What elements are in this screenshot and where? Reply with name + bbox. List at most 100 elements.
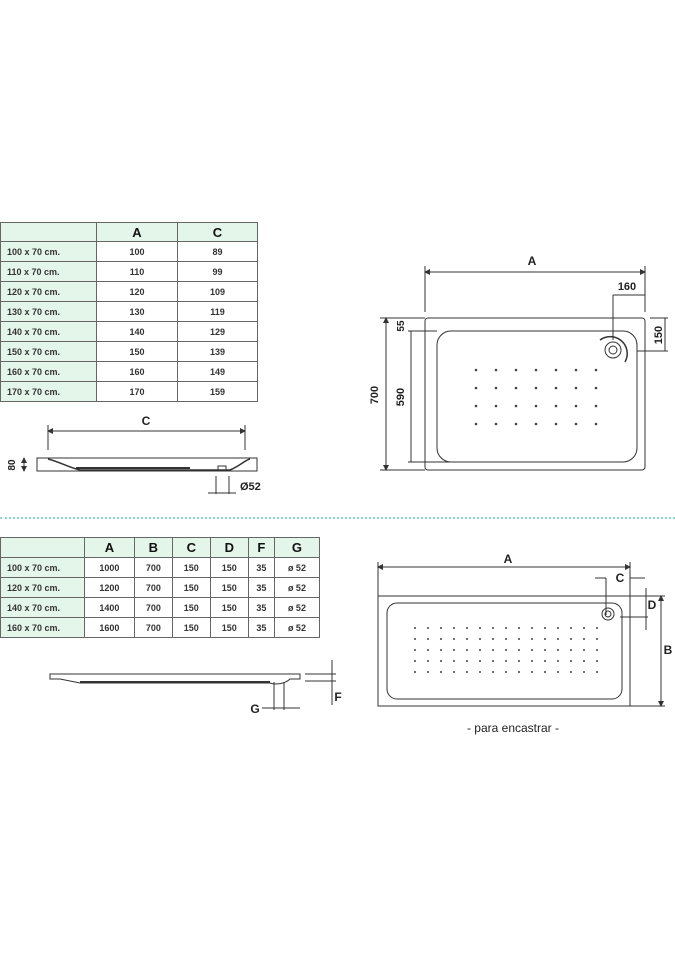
dot	[479, 627, 481, 629]
dot	[534, 422, 538, 426]
dot	[518, 671, 520, 673]
dim-label-depth: 700	[369, 386, 381, 404]
dot	[514, 404, 518, 408]
dot	[596, 671, 598, 673]
caption: - para encastrar -	[467, 721, 559, 735]
dot	[583, 627, 585, 629]
dot	[474, 422, 478, 426]
dot	[544, 660, 546, 662]
dot	[583, 649, 585, 651]
dot	[557, 627, 559, 629]
size-label-cell: 100 x 70 cm.	[0, 241, 97, 262]
dot	[554, 422, 558, 426]
dot	[514, 386, 518, 390]
dot	[453, 660, 455, 662]
dot	[453, 627, 455, 629]
drain-icon	[601, 607, 615, 621]
dot	[466, 638, 468, 640]
value-cell: 109	[177, 281, 258, 302]
value-cell: 700	[133, 617, 173, 638]
dot	[427, 671, 429, 673]
dot	[583, 671, 585, 673]
top-view-2	[377, 562, 665, 707]
dot	[453, 638, 455, 640]
dot	[414, 627, 416, 629]
dot	[505, 649, 507, 651]
dot	[557, 660, 559, 662]
dot	[466, 660, 468, 662]
dot	[492, 627, 494, 629]
dot	[414, 638, 416, 640]
dot	[534, 368, 538, 372]
size-label-cell: 160 x 70 cm.	[0, 617, 85, 638]
dim-label-g: G	[250, 702, 259, 716]
value-cell: 35	[247, 617, 275, 638]
dot	[492, 660, 494, 662]
dot	[479, 660, 481, 662]
table-header-row: A B C D F G	[0, 537, 321, 558]
dot	[466, 627, 468, 629]
dot	[531, 649, 533, 651]
dot	[466, 671, 468, 673]
dot	[479, 638, 481, 640]
dot	[574, 404, 578, 408]
header-cell: D	[209, 537, 249, 558]
dot	[414, 649, 416, 651]
dot	[574, 386, 578, 390]
dot	[414, 660, 416, 662]
dot	[596, 660, 598, 662]
size-label-cell: 160 x 70 cm.	[0, 361, 97, 382]
dim-label-rim: 55	[396, 320, 407, 332]
dot	[494, 404, 498, 408]
dot	[427, 627, 429, 629]
dot	[518, 638, 520, 640]
dot	[594, 386, 598, 390]
dim-label-inner: 590	[395, 388, 407, 406]
header-cell	[0, 222, 97, 242]
header-cell: A	[84, 537, 135, 558]
dot	[427, 660, 429, 662]
dot	[474, 386, 478, 390]
header-cell: A	[96, 222, 178, 242]
dot	[427, 649, 429, 651]
dot	[466, 649, 468, 651]
dot	[474, 404, 478, 408]
dot	[474, 368, 478, 372]
dim-label-a: A	[528, 254, 537, 268]
dot	[534, 386, 538, 390]
dot	[570, 627, 572, 629]
dot	[505, 638, 507, 640]
dot	[494, 368, 498, 372]
top-view-1	[380, 266, 668, 471]
header-cell	[0, 537, 85, 558]
dot	[518, 660, 520, 662]
value-cell: 150	[171, 617, 211, 638]
header-cell: B	[133, 537, 173, 558]
dot	[453, 671, 455, 673]
value-cell: 170	[96, 381, 178, 402]
header-cell: G	[273, 537, 321, 558]
dim-label-drain-x: 160	[618, 281, 636, 293]
table-header-row: A C	[0, 222, 258, 242]
dot	[494, 422, 498, 426]
dim-label-c: C	[142, 414, 151, 428]
dim-label-height: 80	[7, 459, 18, 471]
dot	[440, 627, 442, 629]
dot	[554, 404, 558, 408]
dot	[531, 638, 533, 640]
dot	[414, 671, 416, 673]
side-profile-2	[49, 660, 336, 710]
dot	[440, 638, 442, 640]
dim-label-a: A	[504, 552, 513, 566]
dot	[594, 368, 598, 372]
dot	[427, 638, 429, 640]
dot	[583, 638, 585, 640]
